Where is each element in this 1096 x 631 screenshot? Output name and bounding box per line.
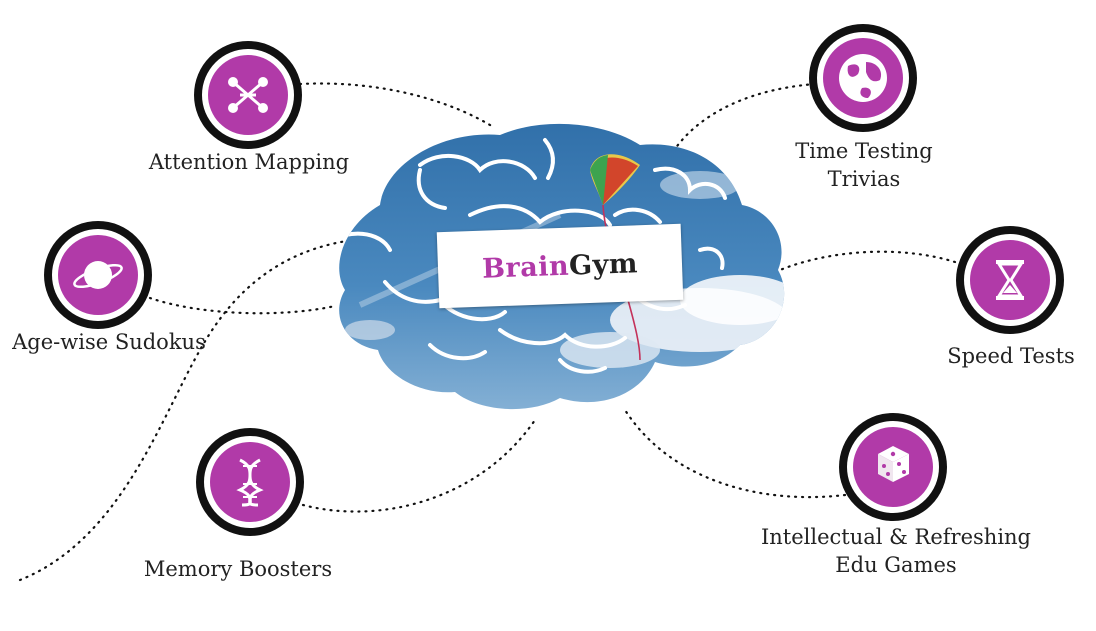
title-brain: Brain bbox=[481, 250, 570, 285]
dice-icon bbox=[878, 446, 909, 482]
connector-trivia bbox=[666, 82, 817, 162]
title-gym: Gym bbox=[568, 247, 639, 282]
node-sudoku[interactable] bbox=[44, 221, 152, 329]
node-trivia[interactable] bbox=[809, 24, 917, 132]
node-games[interactable] bbox=[839, 413, 947, 521]
connector-speed bbox=[778, 250, 957, 272]
node-memory[interactable] bbox=[196, 428, 304, 536]
label-edu-games: Edu Games bbox=[835, 553, 957, 577]
connector-attention bbox=[298, 82, 497, 130]
label-age-wise-sudokus: Age-wise Sudokus bbox=[12, 330, 206, 354]
node-speed[interactable] bbox=[956, 226, 1064, 334]
network-icon bbox=[228, 77, 268, 113]
label-time-testing: Time Testing bbox=[795, 139, 933, 163]
connector-lines bbox=[18, 82, 957, 582]
globe-icon bbox=[839, 54, 887, 102]
label-memory-boosters: Memory Boosters bbox=[143, 557, 333, 581]
label-trivias: Trivias bbox=[827, 167, 901, 191]
label-speed-tests: Speed Tests bbox=[947, 344, 1075, 368]
label-attention-mapping: Attention Mapping bbox=[148, 150, 350, 174]
connector-memory bbox=[301, 418, 537, 513]
dna-icon bbox=[236, 458, 264, 507]
planet-icon bbox=[73, 261, 123, 289]
connector-sudoku bbox=[148, 296, 337, 315]
hourglass-icon bbox=[996, 260, 1024, 300]
node-attention[interactable] bbox=[194, 41, 302, 149]
label-intellectual-refreshing: Intellectual & Refreshing bbox=[760, 525, 1032, 549]
connector-games bbox=[623, 408, 847, 499]
